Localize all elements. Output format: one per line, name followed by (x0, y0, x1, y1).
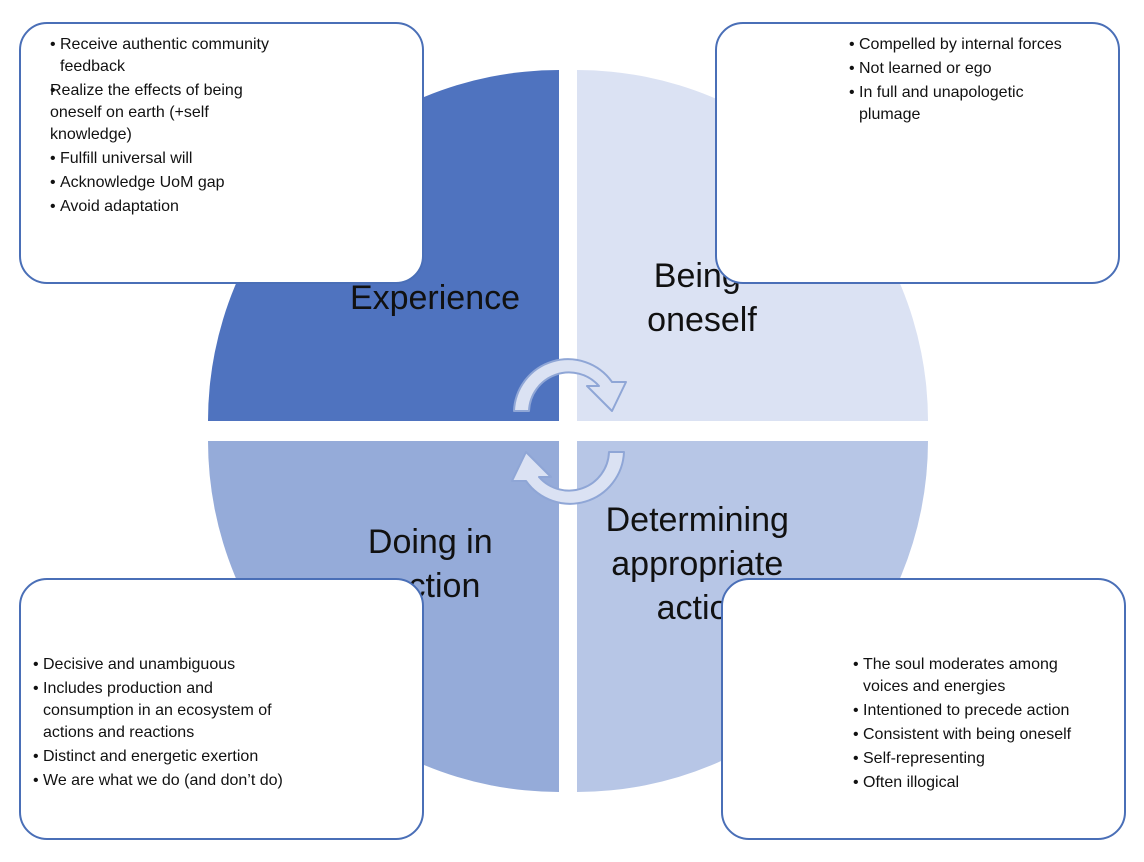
determining-action-notes-list: The soul moderates among voices and ener… (853, 654, 1103, 796)
list-item: Fulfill universal will (50, 148, 295, 170)
list-item: We are what we do (and don’t do) (33, 770, 298, 792)
list-item: Decisive and unambiguous (33, 654, 298, 676)
determining-action-notes-box: The soul moderates among voices and ener… (721, 578, 1126, 840)
list-item: Acknowledge UoM gap (50, 172, 295, 194)
being-oneself-notes-box: Compelled by internal forces Not learned… (715, 22, 1120, 284)
list-item: Not learned or ego (849, 58, 1079, 80)
label-experience: Experience (350, 279, 520, 317)
experience-notes-list: Receive authentic community feedback Rea… (50, 34, 295, 220)
cycle-arrow-bottom-icon (511, 451, 625, 505)
doing-in-action-notes-box: Decisive and unambiguous Includes produc… (19, 578, 424, 840)
list-item: Includes production and consumption in a… (33, 678, 298, 744)
list-item: Intentioned to precede action (853, 700, 1103, 722)
list-item: Distinct and energetic exertion (33, 746, 298, 768)
being-oneself-notes-list: Compelled by internal forces Not learned… (849, 34, 1079, 128)
cycle-arrow-top-icon (513, 358, 627, 412)
experience-notes-box: Receive authentic community feedback Rea… (19, 22, 424, 284)
list-item: Realize the effects of being oneself on … (50, 80, 295, 146)
list-item: Compelled by internal forces (849, 34, 1079, 56)
list-item: In full and unapologetic plumage (849, 82, 1079, 126)
list-item: Avoid adaptation (50, 196, 295, 218)
list-item: The soul moderates among voices and ener… (853, 654, 1103, 698)
list-item: Self-representing (853, 748, 1103, 770)
list-item: Often illogical (853, 772, 1103, 794)
list-item: Consistent with being oneself (853, 724, 1103, 746)
doing-in-action-notes-list: Decisive and unambiguous Includes produc… (33, 654, 298, 794)
list-item: Receive authentic community feedback (50, 34, 295, 78)
label-being-oneself: Being oneself (647, 257, 757, 339)
